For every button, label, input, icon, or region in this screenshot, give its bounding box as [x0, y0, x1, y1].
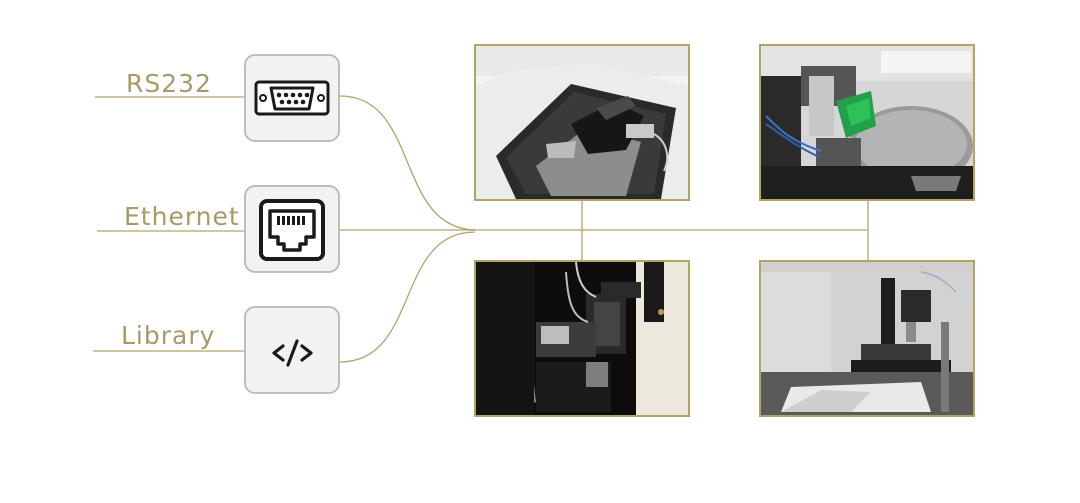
ethernet-label: Ethernet: [124, 202, 240, 231]
rs232-interface-box: [244, 54, 340, 142]
rs232-label: RS232: [126, 69, 212, 98]
wafer-handler-photo: [759, 44, 975, 201]
code-icon: [272, 339, 313, 367]
ethernet-port-icon: [259, 199, 325, 261]
inspection-station-photo: [759, 260, 975, 417]
serial-port-icon: [254, 80, 330, 116]
microscope-unit-photo: [474, 260, 690, 417]
stage-module-photo: [474, 44, 690, 201]
ethernet-interface-box: [244, 185, 340, 273]
library-label: Library: [121, 321, 216, 350]
library-interface-box: [244, 306, 340, 394]
